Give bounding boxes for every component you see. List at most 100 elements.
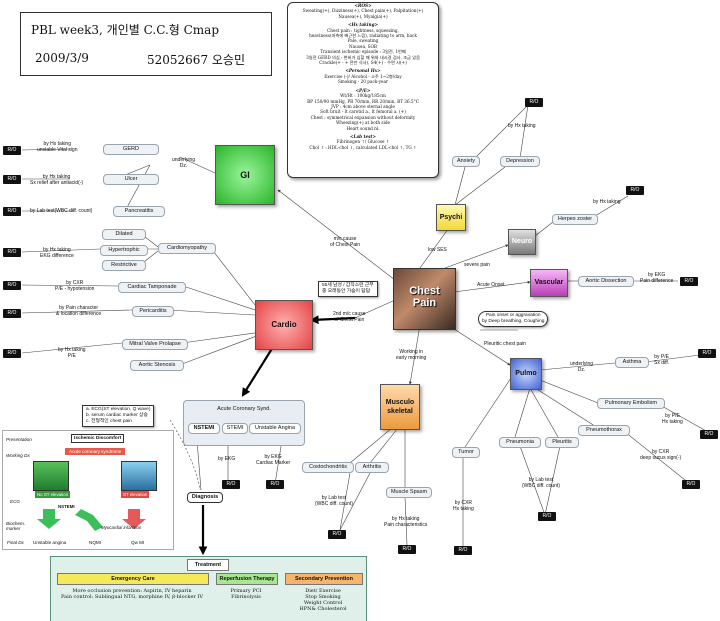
ro-valve[interactable]: R/O — [3, 349, 21, 358]
node-stemi[interactable]: STEMI — [222, 423, 248, 434]
node-arthritis[interactable]: Arthritis — [355, 462, 389, 473]
ro-psychi[interactable]: R/O — [525, 98, 543, 107]
label-acute-onset: Acute Onset — [477, 282, 505, 288]
lab-heading: <Lab test> — [350, 133, 376, 139]
label-stemi-reason: by EKG — [218, 456, 236, 462]
title-box: PBL week3, 개인별 C.C.형 Cmap 2009/3/9 52052… — [20, 12, 272, 76]
label-pericarditis-reason: by Pain character& location difference — [56, 305, 102, 317]
hx-line: Chest pain : tightness, squeezing, — [327, 27, 399, 33]
ro-pneumonia[interactable]: R/O — [538, 512, 556, 521]
pe-line: Wt/Ht : 100kg/185cm — [340, 93, 386, 99]
flow-nstemi: NSTEMI — [58, 504, 75, 509]
ro-muscle-spasm[interactable]: R/O — [398, 545, 416, 554]
ro-msk[interactable]: R/O — [328, 530, 346, 539]
ro-ulcer[interactable]: R/O — [3, 175, 21, 184]
acs-banner: Acute coronary syndrome — [65, 448, 126, 455]
flow-nqmi: NQMI — [89, 540, 101, 545]
musculoskeletal-hub[interactable]: Musculo skeletal — [380, 384, 420, 430]
ro-tumor[interactable]: R/O — [454, 546, 472, 555]
pe-line: Wheezing(+) at both side — [335, 120, 391, 126]
node-asthma[interactable]: Asthma — [615, 357, 649, 368]
lab-line: Chol ↑ : HDL-chol ↓, calculated LDL-chol… — [309, 144, 417, 150]
node-restrictive[interactable]: Restrictive — [102, 260, 146, 271]
emergency-care-box: Emergency Care — [57, 573, 209, 585]
node-diagnosis[interactable]: Diagnosis — [187, 492, 223, 503]
node-hypertrophic[interactable]: Hypertrophic — [100, 245, 148, 256]
ro-pneumothorax[interactable]: R/O — [682, 480, 700, 489]
callout-acs-diagnosis: a. ECG(ST elevation, Q wave)b. serum car… — [82, 405, 155, 427]
node-pulmonary-embolism[interactable]: Pulmonary Embolism — [597, 398, 665, 409]
hx-line: Nausea, SOB — [348, 43, 378, 49]
hx-line: heaviness(좌측에 뻐근한 느낌), radiating to arm,… — [309, 33, 417, 39]
ecg-flow-panel: Presentation Working Dx ECG Biochem.mark… — [2, 430, 174, 550]
hx-line: Crackle(+ - + 전만 식사), S4(+) - 수면 시(+) — [319, 60, 407, 66]
ro-pe[interactable]: R/O — [700, 430, 718, 439]
node-aortic-dissection[interactable]: Aortic Dissection — [578, 276, 634, 287]
node-tumor[interactable]: Tumor — [452, 447, 480, 458]
reperfusion-box: Reperfusion Therapy — [216, 573, 278, 585]
ro-unstable[interactable]: R/O — [266, 480, 284, 489]
ros-line: Nausea(+), Myalgia(+) — [338, 13, 388, 19]
chest-pain-center-node[interactable]: Chest Pain — [393, 268, 456, 330]
node-cardiomyopathy[interactable]: Cardiomyopathy — [158, 243, 216, 254]
gi-hub[interactable]: GI — [215, 145, 275, 205]
node-cardiac-tamponade[interactable]: Cardiac Tamponade — [118, 282, 186, 293]
node-pneumonia[interactable]: Pneumonia — [499, 437, 541, 448]
ro-cardiomyopathy[interactable]: R/O — [3, 248, 21, 257]
ro-aortic-dissection[interactable]: R/O — [680, 277, 698, 286]
node-depression[interactable]: Depression — [500, 156, 540, 167]
node-muscle-spasm[interactable]: Muscle Spasm — [386, 487, 432, 498]
ro-tamponade[interactable]: R/O — [3, 281, 21, 290]
node-pericarditis[interactable]: Pericarditis — [132, 306, 174, 317]
pe-line: Soft bruit - lt carotid a., lt femoral a… — [320, 109, 406, 115]
node-pneumothorax[interactable]: Pneumothorax — [578, 425, 630, 436]
ro-pericarditis[interactable]: R/O — [3, 309, 21, 318]
secondary-prevention-box: Secondary Prevention — [285, 573, 363, 585]
msk-line1: Musculo — [385, 399, 415, 406]
node-pleuritis[interactable]: Pleuritis — [545, 437, 579, 448]
node-herpes[interactable]: Herpes zoster — [552, 214, 598, 225]
flow-ecg: ECG — [10, 499, 20, 504]
flow-working: Working Dx — [6, 453, 30, 458]
ro-herpes[interactable]: R/O — [626, 186, 644, 195]
node-anxiety[interactable]: Anxiety — [452, 156, 480, 167]
node-costochondritis[interactable]: Costochondritis — [302, 462, 354, 473]
node-gerd[interactable]: GERD — [103, 144, 159, 155]
ro-pancreatitis[interactable]: R/O — [3, 207, 21, 216]
vascular-hub[interactable]: Vascular — [530, 269, 568, 297]
cardio-hub[interactable]: Cardio — [255, 300, 313, 350]
flow-mi: Myocardial infarction — [101, 525, 142, 530]
personal-line: Exercise (-)/ Alcohol - 소주 1~2병/day — [324, 73, 402, 79]
node-mvp[interactable]: Mitral Valve Prolapse — [122, 339, 188, 350]
ro-gerd[interactable]: R/O — [3, 146, 21, 155]
node-dilated[interactable]: Dilated — [102, 229, 146, 240]
neuro-hub[interactable]: Neuro — [508, 229, 536, 255]
node-aortic-stenosis[interactable]: Aortic Stenosis — [130, 360, 184, 371]
node-pancreatitis[interactable]: Pancreatitis — [113, 206, 165, 217]
ro-asthma[interactable]: R/O — [698, 349, 716, 358]
label-pancreatitis-reason: by Lab test(WBC diff. count) — [30, 208, 93, 214]
node-ulcer[interactable]: Ulcer — [103, 174, 159, 185]
pe-line: Heart sound nl. — [346, 125, 380, 131]
node-unstable-angina[interactable]: Unstable Angina — [249, 423, 301, 434]
ro-stemi[interactable]: R/O — [222, 480, 240, 489]
ischemic-discomfort: Ischemic Discomfort — [71, 434, 125, 443]
node-nstemi[interactable]: NSTEMI — [188, 423, 220, 434]
pulmo-hub[interactable]: Pulmo — [510, 358, 542, 390]
ecg-right-image — [121, 461, 157, 491]
flow-final: Final Dx — [7, 540, 24, 545]
center-line2: Pain — [412, 297, 437, 309]
psychi-hub[interactable]: Psychi — [436, 204, 466, 231]
hx-line: Pale, sweating — [347, 38, 379, 44]
msk-line2: skeletal — [387, 408, 413, 415]
